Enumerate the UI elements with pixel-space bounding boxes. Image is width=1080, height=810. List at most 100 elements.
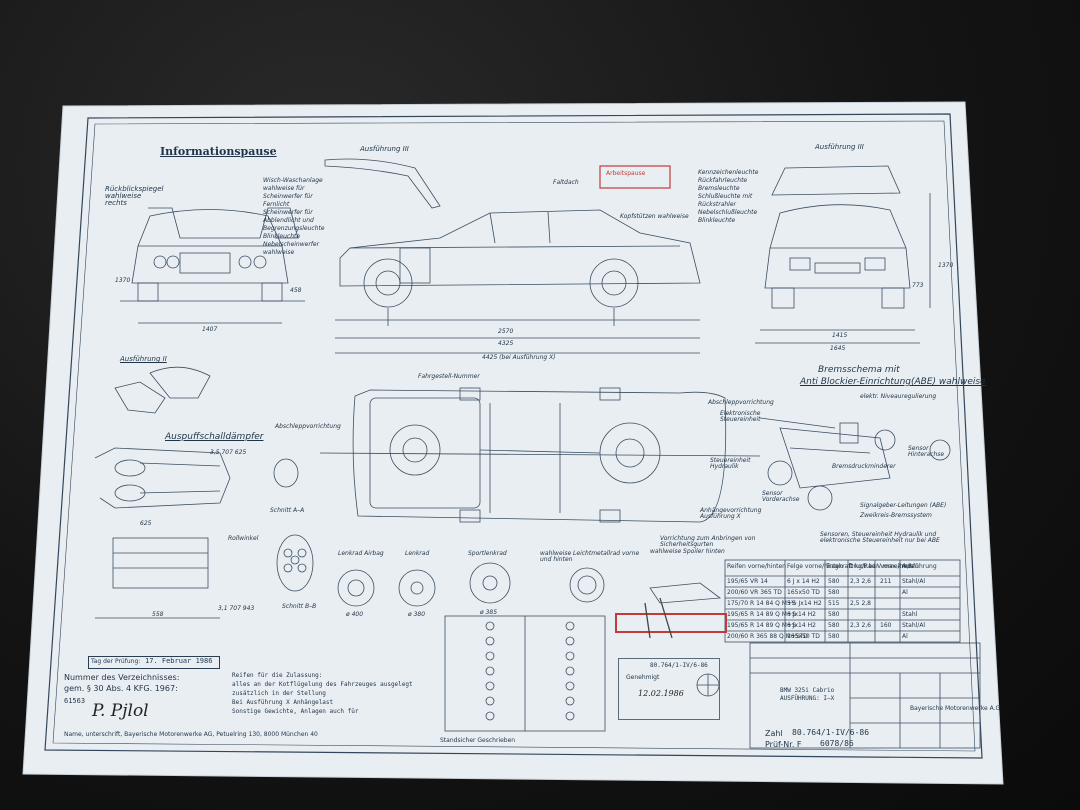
rear-lamp-3: Schlußleuchte mit xyxy=(698,193,753,200)
zahl-label: Zahl xyxy=(765,729,783,738)
red-stamp-bottom xyxy=(615,613,727,633)
brake-title-2: Anti Blockier-Einrichtung(ABE) wahlweise xyxy=(800,377,986,387)
seatbelt-note: Vorrichtung zum Anbringen von Sicherheit… xyxy=(660,535,756,548)
rear-lamp-6: Blinkleuchte xyxy=(698,217,736,224)
tire-r5-c1: 165x50 TD xyxy=(787,633,820,640)
blueprint-drawing xyxy=(22,101,1004,785)
sport-wheel xyxy=(469,562,511,604)
rear-lamp-1: Rückfahrleuchte xyxy=(698,177,748,184)
steering-label: Lenkrad xyxy=(405,550,430,557)
top-view-chassis xyxy=(319,387,761,523)
rollwinkel: Rollwinkel xyxy=(228,535,259,542)
airbag-wheel xyxy=(337,569,375,607)
dim-length-variant: 4425 (bei Ausführung X) xyxy=(482,354,556,361)
tire-h1: Felge vorne/hinten xyxy=(787,563,844,570)
tire-r0-c1: 6 J x 14 H2 xyxy=(787,578,820,585)
dim-width: 1645 xyxy=(830,345,846,352)
spoiler-sketch xyxy=(649,582,722,604)
dim-rear-height: 1370 xyxy=(938,262,954,269)
tire-r3-c0: 195/65 R 14 89 Q M+S xyxy=(727,611,796,618)
tire-r4-c5: Stahl/Al xyxy=(902,622,926,629)
headrest-label: Kopfstützen wahlweise xyxy=(620,213,689,220)
exam-date: 17. Februar 1986 xyxy=(145,657,213,665)
tire-table-grid xyxy=(724,559,961,643)
lamp-note-9: wahlweise xyxy=(263,249,295,256)
exhaust-part-b: 3,1 707 943 xyxy=(218,605,255,612)
zahl-value: 80.764/1-IV/6-86 xyxy=(792,728,870,737)
note-0: Reifen für die Zulassung: xyxy=(232,672,323,679)
lamp-note-7: Blinkleuchte xyxy=(263,233,301,240)
note-4: Sonstige Gewichte, Anlagen auch für xyxy=(232,708,359,715)
dim-rear-height-b: 773 xyxy=(912,282,924,289)
note-1: alles an der Kotflügelung des Fahrzeuges… xyxy=(232,681,413,688)
dim-rear-track: 1415 xyxy=(832,332,848,339)
ausfuehrung2-label: Ausführung II xyxy=(120,355,167,363)
lamp-note-1: wahlweise für xyxy=(263,185,305,192)
rear-lamp-5: Nebelschlußleuchte xyxy=(698,209,758,216)
tire-r1-c2: 580 xyxy=(828,589,840,596)
brake-label-7: Anhängevorrichtung Ausführung X xyxy=(700,507,762,520)
tire-h4: V max km/h xyxy=(877,563,914,570)
gen-stamp-line2: Genehmigt xyxy=(626,674,660,681)
blueprint-sheet: Informationspause Rückblickspiegel wahlw… xyxy=(20,98,1005,788)
rear-lamp-4: Rückstrahler xyxy=(698,201,736,208)
front-callout: Rückblickspiegel wahlweise rechts xyxy=(105,185,164,207)
tire-h2: Tragkraft kg/Rad xyxy=(826,563,876,570)
dim-wheelbase: 2570 xyxy=(498,328,514,335)
tire-r4-c0: 195/65 R 14 89 Q M+S xyxy=(727,622,796,629)
tire-r5-c2: 580 xyxy=(828,633,840,640)
title-block-grid xyxy=(749,642,981,749)
tow-title: Abschleppvorrichtung xyxy=(275,423,341,430)
exhaust-part-a: 3,5 707 625 xyxy=(210,449,247,456)
sport-wheel-label: Sportlenkrad xyxy=(468,550,507,557)
roof-label-right: Ausführung III xyxy=(815,143,864,151)
tire-h0: Reifen vorne/hinten xyxy=(727,563,786,570)
tire-r4-c1: 6 Jx14 H2 xyxy=(787,622,816,629)
legend-note: Standsicher Geschrieben xyxy=(440,737,516,744)
rear-lamp-2: Bremsleuchte xyxy=(698,185,740,192)
gen-stamp-date: 12.02.1986 xyxy=(638,689,684,698)
dim-front-height-a: 1370 xyxy=(115,277,131,284)
tire-r4-c3: 2,3 2,6 xyxy=(850,622,871,629)
title-sub: AUSFÜHRUNG: I–X xyxy=(780,695,835,702)
lamp-note-3: Fernlicht xyxy=(263,201,290,208)
tire-r1-c0: 200/60 VR 365 TD xyxy=(727,589,782,596)
alloy-rim xyxy=(569,567,605,603)
approval-stamp xyxy=(618,658,720,720)
tire-r5-c0: 200/60 R 365 88 Q M+STD xyxy=(727,633,808,640)
exhaust-title: Auspuffschalldämpfer xyxy=(165,432,264,442)
tire-r0-c0: 195/65 VR 14 xyxy=(727,578,768,585)
index-title-1: Nummer des Verzeichnisses: xyxy=(64,673,180,682)
brake-label-8: Signalgeber-Leitungen (ABE) xyxy=(860,502,947,509)
company-name: Bayerische Motorenwerke A.G. xyxy=(910,705,1003,712)
tire-h5: Ausführung xyxy=(902,563,937,570)
tire-r4-c4: 160 xyxy=(880,622,892,629)
tire-r2-c1: 5½ Jx14 H2 xyxy=(787,600,822,607)
brake-label-0: Abschleppvorrichtung xyxy=(708,399,774,406)
side-view-car xyxy=(335,209,701,354)
tire-r2-c3: 2,5 2,8 xyxy=(850,600,871,607)
note-2: zusätzlich in der Stellung xyxy=(232,690,326,697)
pruef-value: 6078/86 xyxy=(820,739,854,748)
diam-385: ø 385 xyxy=(480,609,498,616)
brake-label-1: elektr. Niveauregulierung xyxy=(860,393,937,400)
tire-r3-c1: 6 Jx14 H2 xyxy=(787,611,816,618)
brake-label-3: Steuereinheit Hydraulik xyxy=(710,457,751,470)
alloy-note: wahlweise Leichtmetallrad vorne und hint… xyxy=(540,550,640,563)
brake-schema xyxy=(759,417,951,511)
tire-r0-c3: 2,3 2,6 xyxy=(850,578,871,585)
gen-stamp-line1: 80.764/1-IV/6-86 xyxy=(650,662,708,669)
tire-r1-c1: 165x50 TD xyxy=(787,589,820,596)
note-3: Bei Ausführung X Anhängelast xyxy=(232,699,334,706)
tire-r2-c2: 515 xyxy=(828,600,840,607)
exam-date-label: Tag der Prüfung: xyxy=(91,658,141,665)
brake-label-6: Sensor Hinterachse xyxy=(908,445,945,458)
front-view-car xyxy=(120,207,305,324)
header-stamp: Informationspause xyxy=(160,145,277,158)
diam-400: ø 400 xyxy=(346,611,364,618)
lamp-note-0: Wisch-Waschanlage xyxy=(263,177,323,184)
dim-length: 4325 xyxy=(498,340,514,347)
chassis-label: Fahrgestell-Nummer xyxy=(418,373,480,380)
softtop-label: Faltdach xyxy=(553,179,579,186)
tire-r4-c2: 580 xyxy=(828,622,840,629)
